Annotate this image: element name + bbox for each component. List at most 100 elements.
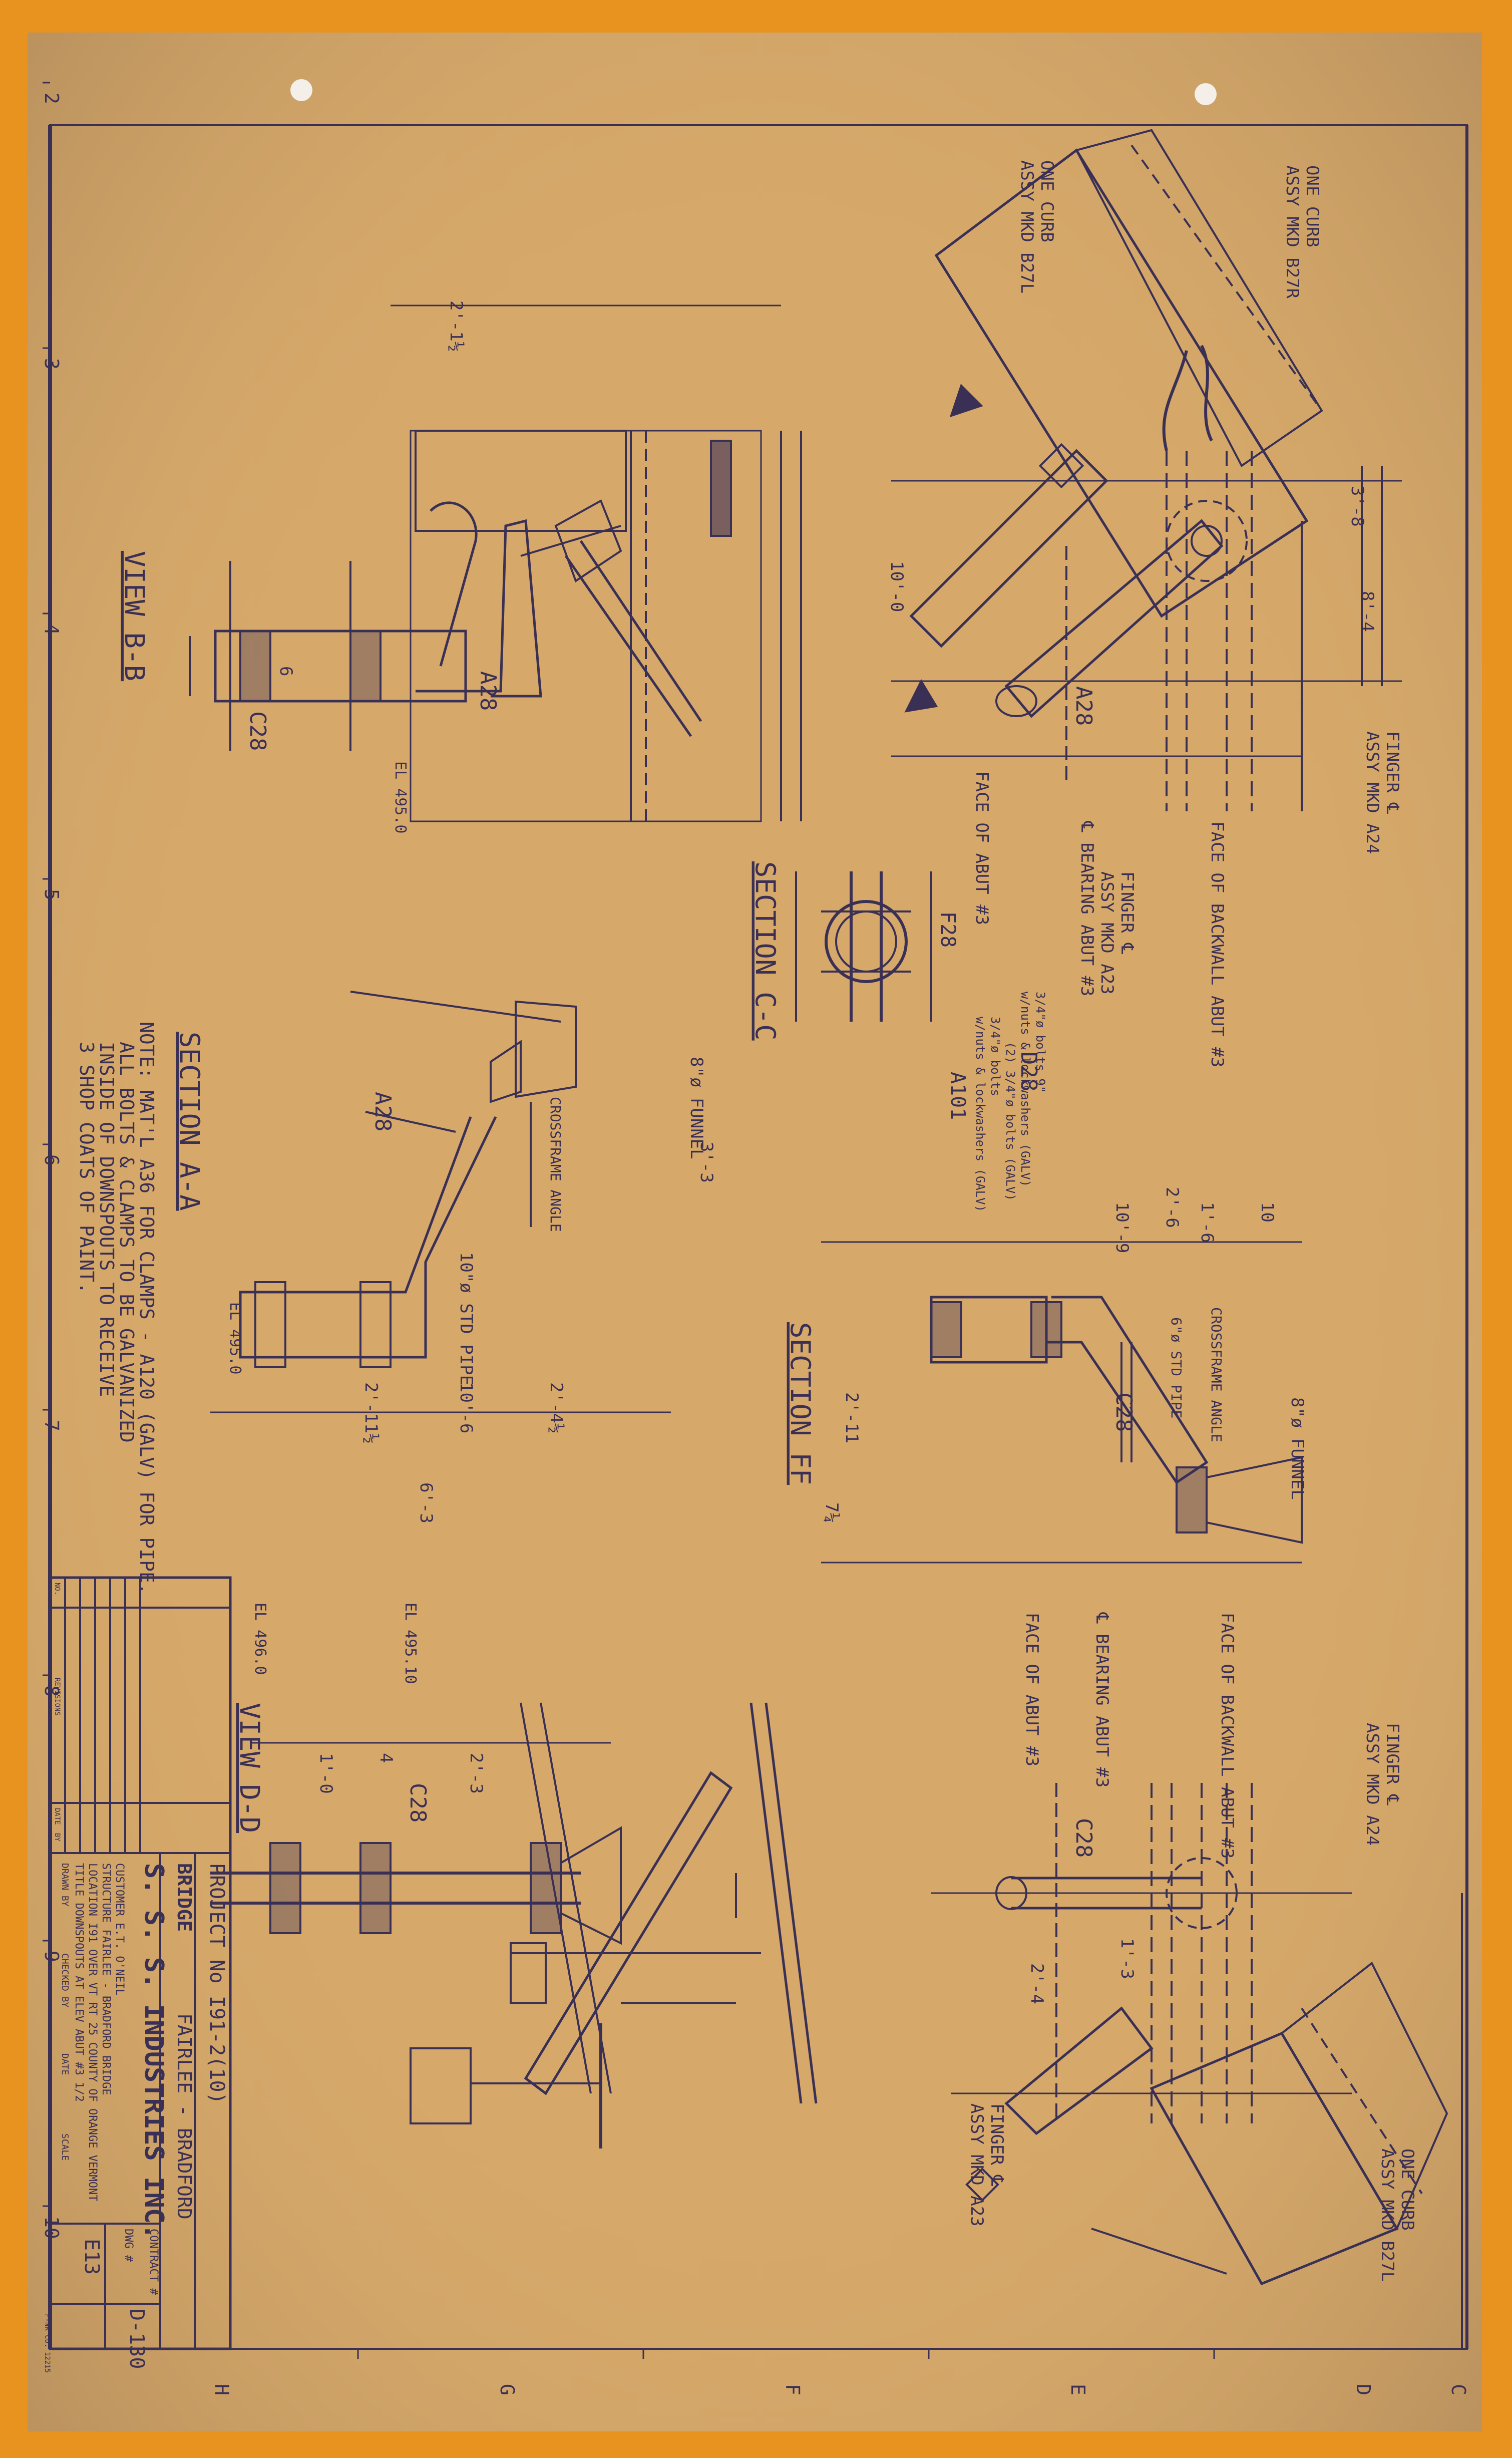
label-assy-b27l: ASSY MKD B27L [1377, 2148, 1397, 2282]
drawing-number-label: DWG # [122, 2229, 135, 2262]
border-number: 3 [41, 358, 63, 370]
dim: 1'-6 [1197, 1202, 1217, 1243]
note-line: INSIDE OF DOWNSPOUTS TO RECEIVE [96, 1042, 118, 1397]
view-title-bb: VIEW B-B [119, 551, 150, 681]
label-elevation: EL 496.0 [251, 1603, 269, 1675]
label-face-of-abut: FACE OF ABUT #3 [972, 771, 992, 925]
label-bolts: w/nuts & lockwashers (GALV) [973, 1017, 987, 1212]
project-number: PROJECT No I91-2(10) [205, 1863, 228, 2104]
note-line: 3 SHOP COATS OF PAINT. [76, 1042, 98, 1294]
view-bb-drawing [189, 304, 802, 822]
label-elevation: EL 495.0 [226, 1302, 244, 1375]
label-finger-cl: FINGER ℄ [1382, 1723, 1402, 1805]
dim: 3'-8 [1347, 486, 1367, 527]
label-galv-bolts: (2) 3/4"ø bolts (GALV) [1003, 1042, 1017, 1201]
rev-header: REVISIONS [53, 1678, 61, 1716]
label-bolts: w/nuts & lockwashers (GALV) [1018, 992, 1032, 1187]
note-line: ALL BOLTS & CLAMPS TO BE GALVANIZED [116, 1042, 138, 1443]
dim: 2'-11½ [361, 1382, 381, 1444]
form-number: F-NR CO. 12215 [43, 2314, 51, 2373]
dim: 4 [376, 1753, 396, 1763]
border-letter: H [211, 2384, 233, 2395]
dim: 8'-4 [1357, 591, 1377, 632]
label-one-curb: ONE CURB [1037, 160, 1057, 242]
checked-by: CHECKED BY [60, 1953, 70, 2008]
punch-hole [290, 79, 312, 101]
border-number: 2 [41, 93, 63, 104]
label-a28: A28 [475, 671, 501, 711]
dim: 3'-3 [696, 1142, 716, 1183]
location-line: LOCATION I91 OVER VT RT 25 COUNTY OF ORA… [86, 1863, 99, 2202]
border-number: 10 [41, 2216, 63, 2239]
title-block-frame [49, 1576, 232, 2350]
label-elevation: EL 495.10 [402, 1603, 419, 1684]
plan-lower-right [931, 1783, 1463, 2349]
label-crossframe: CROSSFRAME ANGLE [547, 1097, 564, 1232]
border-number: 5 [41, 889, 63, 900]
section-cc-drawing [795, 871, 932, 1022]
label-assy-a24: ASSY MKD A24 [1362, 731, 1382, 854]
label-a28: A28 [370, 1092, 396, 1131]
border-letter: F [782, 2384, 804, 2395]
label-assy-b27l: ASSY MKD B27L [1017, 160, 1037, 293]
rev-header: NO. [53, 1583, 61, 1595]
dim: 1'-0 [316, 1753, 336, 1794]
label-f28: F28 [936, 911, 959, 948]
label-face-of-abut: FACE OF ABUT #3 [1022, 1613, 1042, 1766]
section-title-cc: SECTION C-C [749, 861, 781, 1041]
label-c28: C28 [1071, 1818, 1096, 1858]
section-ff-drawing [821, 1241, 1303, 1564]
paper-shading [28, 33, 1482, 2431]
section-title-ff: SECTION FF [785, 1322, 816, 1485]
title-line: TITLE DOWNSPOUTS AT ELEV ABUT #3 1/2 [73, 1863, 85, 2102]
dim: 10'-9 [1112, 1202, 1132, 1253]
rev-header: BY [53, 1833, 61, 1841]
border-number: 8 [41, 1685, 63, 1697]
label-pipe: 6"ø STD PIPE [1168, 1317, 1185, 1418]
label-a101: A101 [946, 1072, 969, 1120]
bridge-label: BRIDGE [173, 1863, 195, 1932]
border-number: 4 [41, 624, 63, 635]
label-one-curb: ONE CURB [1397, 2148, 1417, 2231]
dim: 1'-3 [1117, 1938, 1137, 1979]
dim: 2'-11 [842, 1392, 862, 1443]
label-bearing: ℄ BEARING ABUT #3 [1077, 821, 1097, 996]
drawing-number: D-130 [125, 2309, 148, 2369]
section-title-aa: SECTION A-A [174, 1032, 205, 1211]
dim: 6'-3 [416, 1482, 436, 1523]
section-aa-drawing [210, 991, 671, 1413]
contract-label: CONTRACT # [147, 2229, 160, 2295]
label-finger-cl: FINGER ℄ [1382, 731, 1402, 814]
label-bolts: 3/4"ø bolts 9" [1033, 992, 1047, 1093]
dim: 2'-6 [1162, 1187, 1182, 1228]
border-number: 7 [41, 1420, 63, 1431]
border-letter: C [1447, 2384, 1469, 2395]
label-face-of-backwall: FACE OF BACKWALL ABUT #3 [1217, 1613, 1237, 1859]
bridge-name: FAIRLEE - BRADFORD [173, 2013, 195, 2220]
view-title-dd: VIEW D-D [234, 1703, 265, 1833]
label-pipe: 10"ø STD PIPE [456, 1252, 476, 1385]
label-finger-cl: FINGER ℄ [1117, 871, 1137, 954]
dim: 7¼ [822, 1502, 842, 1523]
dim: 6 [276, 666, 296, 676]
scale-label: SCALE [60, 2133, 70, 2161]
label-elevation: EL 495.0 [392, 761, 409, 834]
dim: 2'-4 [1027, 1963, 1047, 2004]
label-c28: C28 [245, 711, 270, 751]
label-assy-a24: ASSY MKD A24 [1362, 1723, 1382, 1846]
dim: 10'-6 [456, 1382, 476, 1433]
label-funnel: 8"ø FUNNEL [1287, 1397, 1307, 1500]
view-dd-drawing [210, 1702, 818, 2148]
label-funnel: 8"ø FUNNEL [686, 1057, 706, 1159]
border-number: 9 [41, 1951, 63, 1962]
label-assy-a23: ASSY MKD A23 [967, 2103, 987, 2227]
label-crossframe: CROSSFRAME ANGLE [1208, 1307, 1225, 1442]
company-name: S. S. S. INDUSTRIES INC. [139, 1863, 169, 2239]
rev-header: DATE [53, 1808, 61, 1825]
plan-upper-right [891, 129, 1402, 811]
customer-line: CUSTOMER E.T. O'NEIL [113, 1863, 126, 1996]
label-one-curb: ONE CURB [1302, 165, 1322, 247]
drawn-by: DRAWN BY [60, 1863, 70, 1907]
